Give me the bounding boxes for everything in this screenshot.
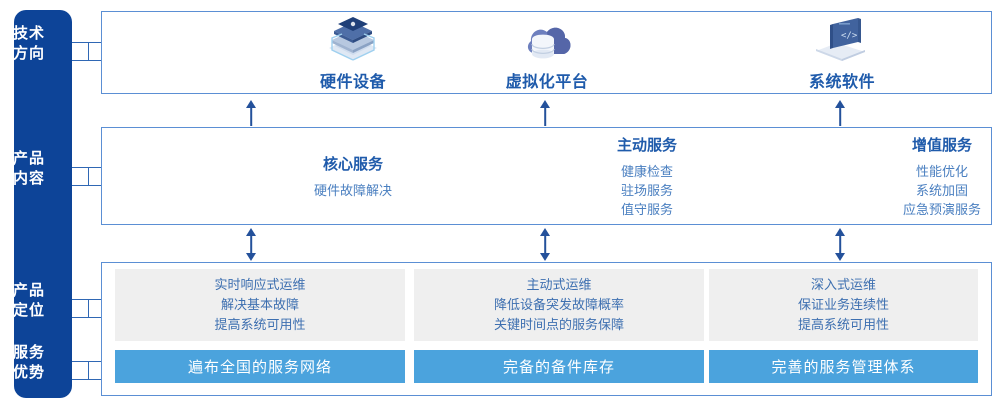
content-column-core[interactable]: 核心服务 硬件故障解决 (253, 128, 453, 224)
position-line: 主动式运维 (526, 277, 592, 292)
content-item: 健康检查 (620, 163, 673, 179)
advantage-label: 完善的服务管理体系 (771, 359, 916, 376)
connector-advantage-vert (88, 361, 89, 380)
content-item: 应急预演服务 (902, 201, 981, 217)
position-box-realtime[interactable]: 实时响应式运维 解决基本故障 提高系统可用性 (115, 269, 405, 341)
position-line: 实时响应式运维 (214, 277, 306, 292)
tech-column-virtualization[interactable]: 虚拟化平台 (497, 12, 597, 93)
position-line: 降低设备突发故障概率 (493, 297, 624, 312)
sidebar-label-line2: 定位 (12, 302, 45, 319)
connector-content-vert (88, 167, 89, 186)
svg-text:</>: </> (841, 31, 858, 41)
position-line: 关键时间点的服务保障 (493, 317, 624, 332)
connector-tech-top (72, 42, 106, 43)
content-title-active: 主动服务 (616, 136, 677, 154)
position-line: 保证业务连续性 (797, 297, 889, 312)
connector-position-vert (88, 299, 89, 318)
sidebar-label-line1: 产品 (12, 282, 45, 299)
cloud-database-icon (516, 14, 578, 66)
content-column-value[interactable]: 增值服务 性能优化 系统加固 应急预演服务 (842, 128, 1000, 224)
tech-title-software: 系统软件 (808, 73, 875, 91)
content-item: 系统加固 (915, 182, 968, 198)
product-content-panel: 核心服务 硬件故障解决 主动服务 健康检查 驻场服务 值守服务 增值服务 性能优… (101, 127, 992, 225)
content-title-value: 增值服务 (911, 136, 972, 154)
arrow-up-virtualization (535, 100, 555, 126)
category-sidebar (14, 10, 72, 398)
sidebar-item-product-content[interactable]: 产品 内容 (0, 149, 58, 189)
connector-position-top (72, 299, 106, 300)
arrow-bidirectional-hardware (241, 228, 261, 261)
advantage-bar-management[interactable]: 完善的服务管理体系 (709, 350, 978, 383)
server-stack-icon (322, 14, 384, 66)
tech-column-hardware[interactable]: 硬件设备 (303, 12, 403, 93)
sidebar-label-line2: 方向 (12, 45, 45, 62)
connector-advantage-top (72, 361, 106, 362)
connector-tech-bottom (72, 60, 106, 61)
connector-content-top (72, 167, 106, 168)
content-item: 硬件故障解决 (313, 182, 392, 198)
connector-advantage-bottom (72, 379, 106, 380)
position-box-indepth[interactable]: 深入式运维 保证业务连续性 提高系统可用性 (709, 269, 978, 341)
arrow-bidirectional-virtualization (535, 228, 555, 261)
advantage-label: 遍布全国的服务网络 (187, 359, 332, 376)
laptop-code-icon: </> (811, 14, 873, 66)
sidebar-label-line1: 产品 (12, 150, 45, 167)
content-column-active[interactable]: 主动服务 健康检查 驻场服务 值守服务 (547, 128, 747, 224)
sidebar-label-line1: 服务 (12, 344, 45, 361)
position-line: 深入式运维 (810, 277, 876, 292)
advantage-label: 完备的备件库存 (502, 359, 615, 376)
connector-tech-vert (88, 42, 89, 61)
connector-position-bottom (72, 317, 106, 318)
position-line: 提高系统可用性 (214, 317, 306, 332)
content-item: 值守服务 (620, 201, 673, 217)
position-line: 提高系统可用性 (797, 317, 889, 332)
sidebar-item-service-advantage[interactable]: 服务 优势 (0, 343, 58, 383)
tech-column-software[interactable]: </> 系统软件 (792, 12, 892, 93)
sidebar-item-tech-direction[interactable]: 技术 方向 (0, 24, 58, 64)
connector-content-bottom (72, 185, 106, 186)
sidebar-label-line2: 内容 (12, 170, 45, 187)
sidebar-label-line1: 技术 (12, 25, 45, 42)
arrow-up-software (830, 100, 850, 126)
tech-title-virtualization: 虚拟化平台 (505, 73, 589, 91)
arrow-up-hardware (241, 100, 261, 126)
position-line: 解决基本故障 (220, 297, 299, 312)
content-title-core: 核心服务 (322, 155, 383, 173)
tech-direction-panel: 硬件设备 虚拟化平台 (101, 11, 992, 94)
content-item: 性能优化 (915, 163, 968, 179)
advantage-bar-spareparts[interactable]: 完备的备件库存 (414, 350, 704, 383)
position-box-proactive[interactable]: 主动式运维 降低设备突发故障概率 关键时间点的服务保障 (414, 269, 704, 341)
tech-title-hardware: 硬件设备 (319, 73, 386, 91)
arrow-bidirectional-software (830, 228, 850, 261)
sidebar-label-line2: 优势 (12, 364, 45, 381)
sidebar-item-product-position[interactable]: 产品 定位 (0, 281, 58, 321)
content-item: 驻场服务 (620, 182, 673, 198)
advantage-bar-network[interactable]: 遍布全国的服务网络 (115, 350, 405, 383)
